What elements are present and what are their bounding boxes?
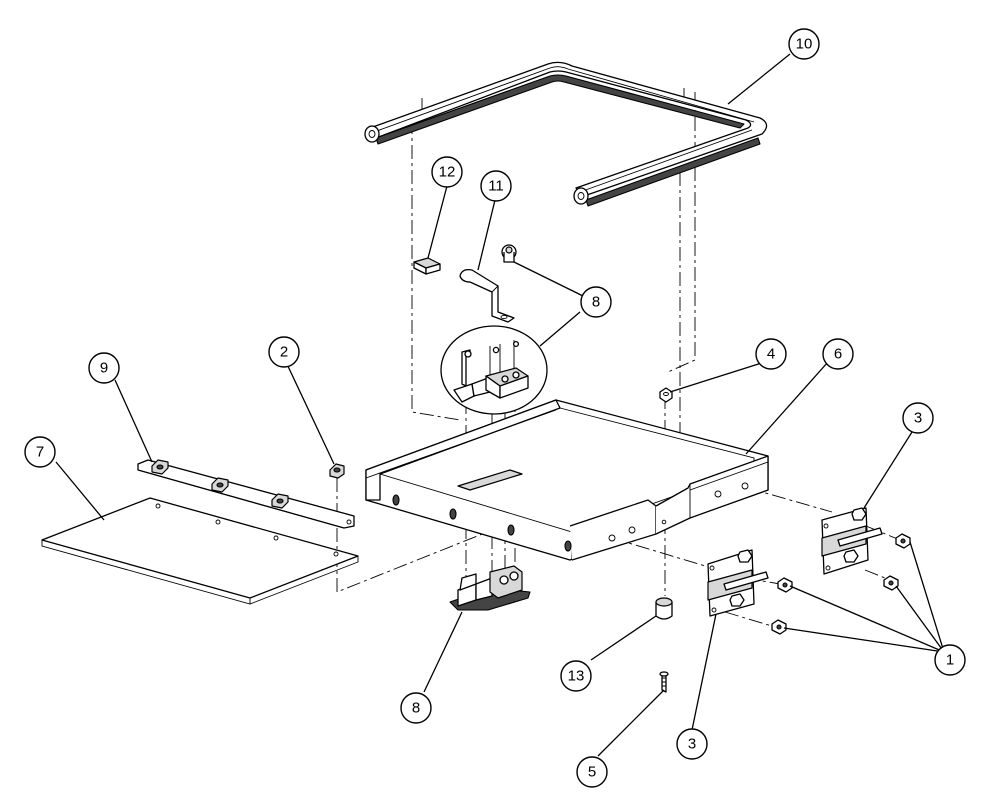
callout-2: 2 [268, 336, 300, 368]
callout-6-label: 6 [834, 346, 842, 363]
nut-part-4 [659, 387, 673, 403]
callout-3-right-label: 3 [914, 410, 922, 427]
pad-part-12 [413, 257, 441, 275]
callout-11: 11 [480, 170, 512, 202]
callout-7: 7 [24, 436, 56, 468]
detail-circle-part-8 [440, 325, 548, 415]
screw-part-5 [659, 671, 669, 693]
callout-8-top: 8 [580, 286, 612, 318]
callout-1-label: 1 [946, 652, 954, 669]
callout-4-label: 4 [767, 346, 775, 363]
bolt-part-1-b [883, 575, 899, 591]
screw-part-8-top [501, 244, 517, 263]
callout-13-label: 13 [568, 668, 585, 685]
callout-6: 6 [822, 338, 854, 370]
plate-part-7 [41, 497, 359, 605]
callout-11-label: 11 [488, 178, 504, 195]
strip-nut-3 [271, 493, 289, 509]
hinge-part-3-left [707, 549, 769, 617]
bolt-part-1-d [771, 619, 787, 635]
callout-12-label: 12 [439, 164, 456, 181]
callout-3-bottom-label: 3 [688, 736, 696, 753]
strip-part-9 [137, 459, 355, 529]
strip-nut-1 [151, 459, 169, 475]
bolt-part-1-c [777, 577, 793, 593]
bolt-part-1-a [895, 533, 911, 549]
callout-8-bottom-label: 8 [412, 700, 420, 717]
latch-part-8-bottom [449, 565, 531, 611]
hinge-part-3-right [821, 507, 883, 575]
gasket-u-seal [364, 61, 768, 207]
tray-part-6 [365, 399, 769, 561]
callout-3-right: 3 [902, 402, 934, 434]
callout-12: 12 [431, 156, 463, 188]
callout-10-label: 10 [796, 36, 813, 53]
strip-nut-2 [211, 477, 229, 493]
callout-5: 5 [576, 756, 608, 788]
callout-3-bottom: 3 [676, 728, 708, 760]
callout-9-label: 9 [100, 360, 108, 377]
callout-8-bottom: 8 [400, 692, 432, 724]
callout-7-label: 7 [36, 444, 44, 461]
callout-5-label: 5 [588, 764, 596, 781]
leader-lines [55, 53, 945, 757]
callout-4: 4 [755, 338, 787, 370]
callout-10: 10 [788, 28, 820, 60]
callout-2-label: 2 [280, 344, 288, 361]
nut-part-2 [329, 463, 345, 479]
callout-13: 13 [560, 660, 592, 692]
bracket-part-11 [459, 268, 515, 323]
callout-1: 1 [934, 644, 966, 676]
callout-8-top-label: 8 [592, 294, 600, 311]
spacer-part-13 [655, 597, 673, 620]
callout-9: 9 [88, 352, 120, 384]
